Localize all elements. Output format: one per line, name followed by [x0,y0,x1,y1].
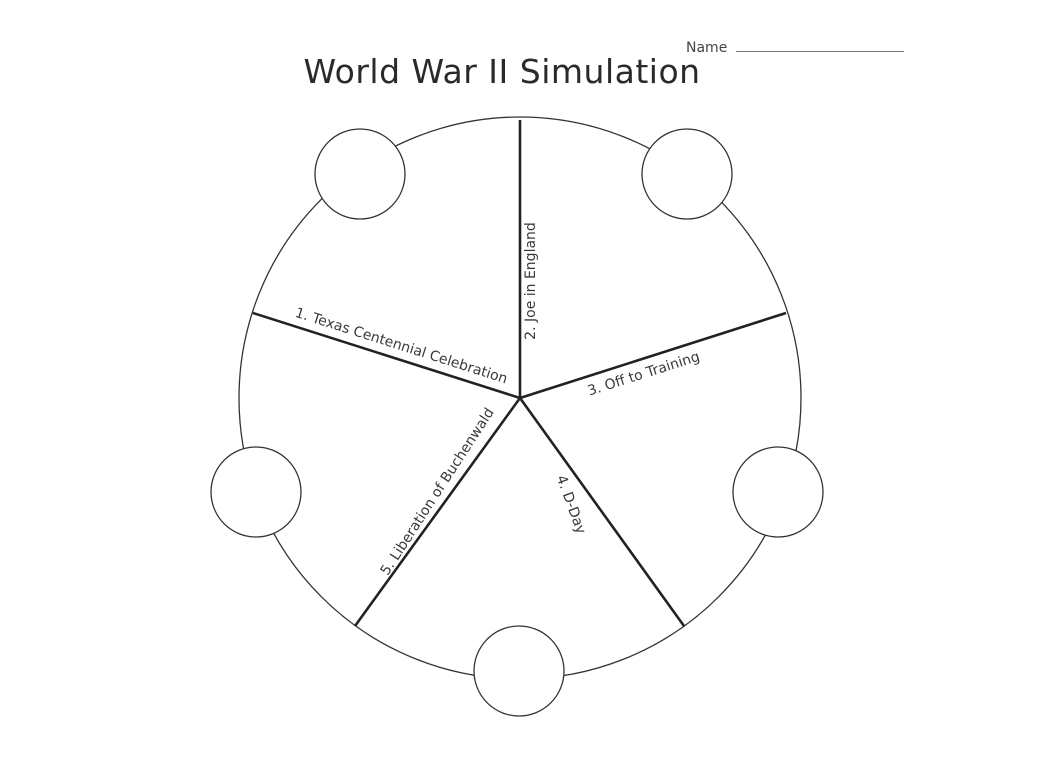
name-field[interactable]: Name [686,40,904,56]
bubble-circle-left[interactable] [210,446,302,538]
bubble-circle-bottom[interactable] [473,625,565,717]
section-label-3: 3. Off to Training [586,349,702,400]
section-label-4: 4. D-Day [553,473,589,536]
worksheet-title: World War II Simulation [303,52,701,91]
bubble-circle-right[interactable] [732,446,824,538]
name-blank-line[interactable] [735,40,904,52]
section-label-5: 5. Liberation of Buchenwald [378,405,498,578]
bubble-circle-top-left[interactable] [314,128,406,220]
divider-line-bottom-left [353,397,522,627]
divider-line-left [252,311,521,400]
divider-line-bottom-right [518,397,686,627]
bubble-circle-top-right[interactable] [641,128,733,220]
section-label-2: 2. Joe in England [523,222,539,340]
name-label: Name [686,40,728,56]
divider-line-right [519,311,787,400]
section-label-1: 1. Texas Centennial Celebration [293,305,509,387]
